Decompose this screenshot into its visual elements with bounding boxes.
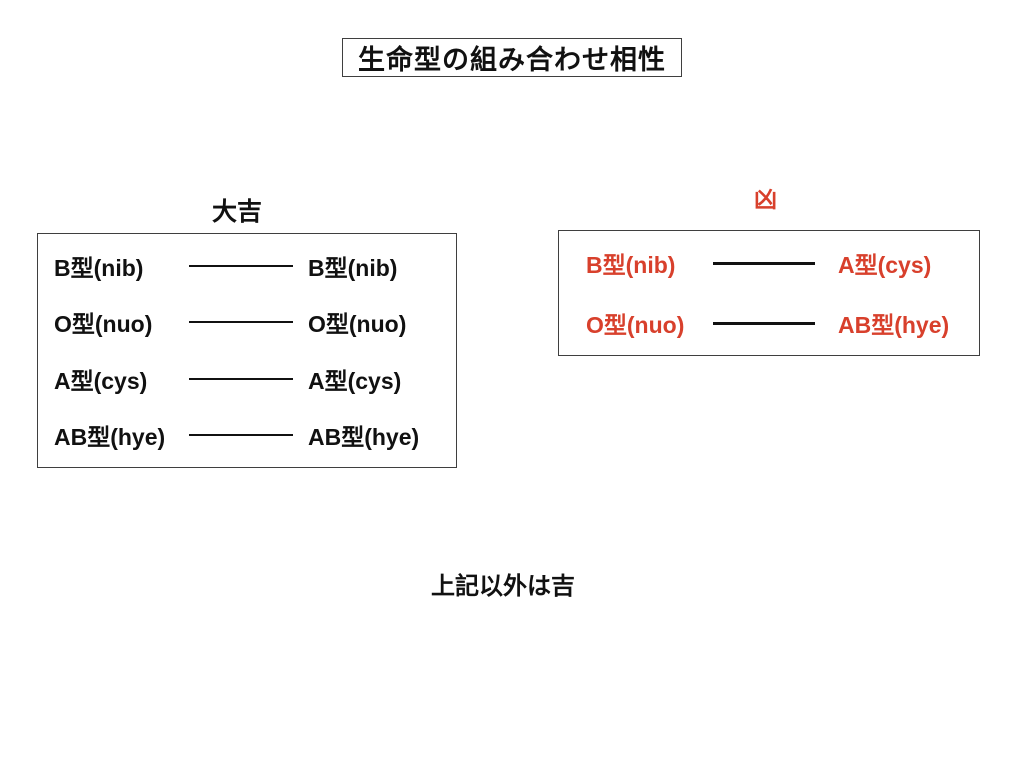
pair-left-label: AB型(hye)	[54, 423, 166, 450]
footnote-text: 上記以外は吉	[431, 573, 575, 600]
connector-line	[189, 321, 293, 324]
pair-left-label: O型(nuo)	[586, 312, 685, 338]
daikichi-pairs-box: B型(nib) B型(nib) O型(nuo) O型(nuo) A型(cys) …	[37, 233, 457, 468]
connector-line	[189, 377, 293, 380]
pair-row: O型(nuo) O型(nuo)	[38, 305, 456, 339]
connector-line	[713, 321, 815, 325]
pair-left-label: O型(nuo)	[54, 311, 153, 338]
pair-right-label: A型(cys)	[838, 252, 932, 278]
section-label-kyou: 凶	[754, 186, 777, 212]
pair-right-label: O型(nuo)	[308, 311, 407, 338]
kyou-pairs-box: B型(nib) A型(cys) O型(nuo) AB型(hye)	[558, 230, 980, 356]
pair-right-label: B型(nib)	[308, 255, 398, 282]
connector-line	[189, 433, 293, 436]
slide-title: 生命型の組み合わせ相性	[342, 38, 682, 77]
pair-row: O型(nuo) AB型(hye)	[559, 306, 979, 340]
section-label-daikichi: 大吉	[212, 198, 263, 226]
pair-left-label: B型(nib)	[586, 252, 676, 278]
pair-left-label: B型(nib)	[54, 255, 144, 282]
pair-row: A型(cys) A型(cys)	[38, 362, 456, 396]
pair-row: B型(nib) A型(cys)	[559, 246, 979, 280]
pair-row: B型(nib) B型(nib)	[38, 249, 456, 283]
connector-line	[189, 265, 293, 268]
pair-row: AB型(hye) AB型(hye)	[38, 418, 456, 452]
pair-right-label: AB型(hye)	[838, 312, 950, 338]
connector-line	[713, 261, 815, 265]
slide-title-text: 生命型の組み合わせ相性	[358, 45, 666, 75]
pair-right-label: A型(cys)	[308, 367, 402, 394]
pair-right-label: AB型(hye)	[308, 423, 420, 450]
pair-left-label: A型(cys)	[54, 367, 148, 394]
